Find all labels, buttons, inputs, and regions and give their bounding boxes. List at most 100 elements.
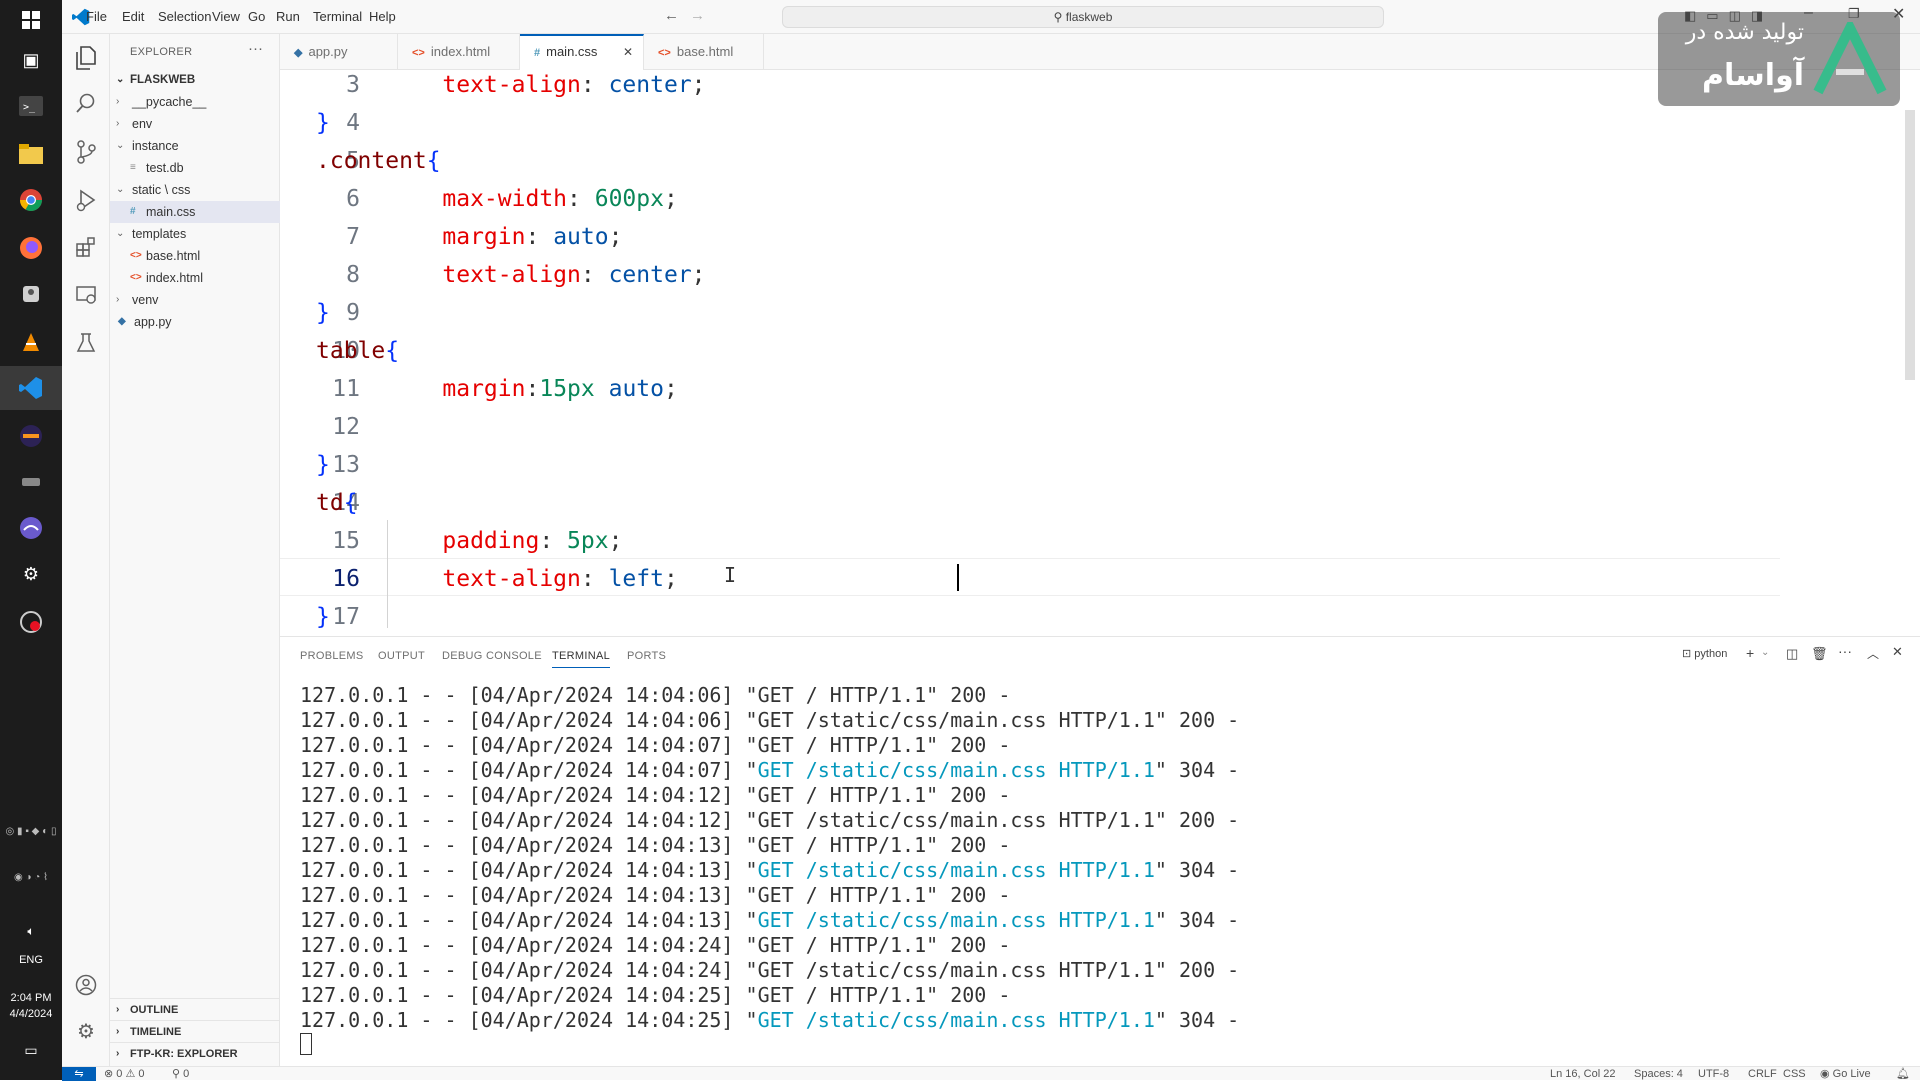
explorer-icon[interactable] [74, 46, 98, 70]
tree-item[interactable]: ›env [110, 113, 280, 135]
line-number: 14 [332, 490, 360, 516]
indentation[interactable]: Spaces: 4 [1634, 1068, 1683, 1080]
kill-terminal-icon[interactable]: 🗑︎ [1811, 646, 1828, 661]
eclipse-icon[interactable] [15, 420, 47, 452]
remote-explorer-icon[interactable] [74, 284, 98, 308]
windows-start-icon[interactable] [15, 4, 47, 36]
sidebar-section[interactable]: ›FTP-KR: EXPLORER [110, 1042, 280, 1064]
remote-indicator-icon[interactable]: ⇋ [62, 1067, 96, 1081]
run-debug-icon[interactable] [74, 188, 98, 212]
search-view-icon[interactable] [74, 92, 98, 116]
clock-time[interactable]: 2:04 PM [10, 992, 52, 1004]
tab-base-html[interactable]: <>base.html [644, 34, 764, 70]
log-prefix: 127.0.0.1 - - [04/Apr/2024 14:04:13] " [300, 883, 758, 907]
terminal-dropdown-icon[interactable]: ⌄ [1761, 647, 1770, 658]
code-token: auto [608, 376, 664, 402]
app-icon-2[interactable] [15, 466, 47, 498]
tree-item[interactable]: ›venv [110, 289, 280, 311]
menu-go[interactable]: Go [248, 9, 266, 24]
accounts-icon[interactable] [74, 974, 98, 998]
maximize-panel-icon[interactable]: ︿ [1867, 647, 1880, 661]
language-indicator[interactable]: ENG [19, 954, 43, 966]
menu-help[interactable]: Help [369, 9, 396, 24]
broadcast-icon: ◉ [1820, 1068, 1833, 1080]
code-text: } [316, 598, 330, 636]
panel-tab-terminal[interactable]: TERMINAL [552, 650, 611, 668]
notifications-bell-icon[interactable]: 🔔︎ [1896, 1068, 1910, 1080]
tab-main-css[interactable]: #main.css✕ [520, 34, 644, 70]
tray-icons[interactable]: ◎ ▮ ▪ ◆ ◐ ▯ [5, 826, 57, 837]
task-view-icon[interactable]: ▣ [22, 49, 40, 70]
cursor-position[interactable]: Ln 16, Col 22 [1550, 1068, 1616, 1080]
code-token: text-align [442, 72, 581, 98]
log-request: GET /static/css/main.css HTTP/1.1 [757, 858, 1155, 882]
problems-count[interactable]: ⊗ 0 ⚠ 0 [104, 1068, 145, 1080]
settings-app-icon[interactable]: ⚙ [22, 563, 40, 584]
panel-more-icon[interactable]: ··· [1838, 643, 1852, 659]
close-panel-icon[interactable]: ✕ [1892, 644, 1903, 659]
encoding[interactable]: UTF-8 [1698, 1068, 1730, 1080]
split-terminal-icon[interactable]: ◫ [1786, 646, 1799, 661]
clock-date[interactable]: 4/4/2024 [9, 1008, 53, 1020]
tree-item[interactable]: ≡test.db [110, 157, 280, 179]
chrome-icon[interactable] [15, 184, 47, 216]
app-icon[interactable] [15, 278, 47, 310]
menu-view[interactable]: View [212, 9, 240, 24]
forward-arrow-icon[interactable]: → [690, 7, 705, 24]
menu-selection[interactable]: Selection [158, 9, 212, 24]
app-icon-4[interactable] [15, 606, 47, 638]
notifications-icon[interactable]: ▭ [24, 1042, 38, 1058]
tree-item[interactable]: <>base.html [110, 245, 280, 267]
panel-tab-problems[interactable]: PROBLEMS [300, 650, 364, 662]
panel-tab-output[interactable]: OUTPUT [378, 650, 426, 662]
code-token: 600px [594, 186, 664, 212]
back-arrow-icon[interactable]: ← [664, 7, 679, 24]
panel-tab-ports[interactable]: PORTS [627, 650, 667, 662]
more-actions-icon[interactable]: ··· [248, 40, 263, 57]
tray-icons-2[interactable]: ◉ ◑ ◔ ⌇ [13, 872, 49, 883]
menu-edit[interactable]: Edit [122, 9, 145, 24]
watermark-emblem-icon [1813, 22, 1887, 95]
code-token: : [539, 528, 568, 554]
sidebar-section[interactable]: ›TIMELINE [110, 1020, 280, 1042]
tab-index-html[interactable]: <>index.html [398, 34, 520, 70]
menu-run[interactable]: Run [276, 9, 300, 24]
line-ending[interactable]: CRLF [1748, 1068, 1777, 1080]
tree-item[interactable]: ›__pycache__ [110, 91, 280, 113]
editor-scrollbar[interactable] [1905, 110, 1915, 380]
sidebar-section[interactable]: ›OUTLINE [110, 998, 280, 1020]
extensions-icon[interactable] [74, 236, 98, 260]
tree-item[interactable]: ⌄templates [110, 223, 280, 245]
menu-terminal[interactable]: Terminal [313, 9, 363, 24]
language-mode[interactable]: CSS [1783, 1068, 1806, 1080]
command-center-search[interactable]: ⚲ flaskweb [782, 6, 1384, 28]
new-terminal-icon[interactable]: + [1746, 645, 1755, 661]
vlc-icon[interactable] [15, 326, 47, 358]
close-tab-icon[interactable]: ✕ [622, 45, 633, 59]
vscode-taskbar-icon[interactable] [15, 372, 47, 404]
app-icon-3[interactable] [15, 512, 47, 544]
tree-item[interactable]: <>index.html [110, 267, 280, 289]
code-token [387, 566, 442, 592]
go-live-button[interactable]: ◉ Go Live [1820, 1068, 1871, 1080]
workspace-root[interactable]: ⌄ FLASKWEB [110, 69, 280, 91]
manage-gear-icon[interactable]: ⚙ [77, 1021, 95, 1043]
file-explorer-icon[interactable] [15, 138, 47, 170]
code-editor[interactable]: 3 text-align: center;4}5.content{6 max-w… [280, 70, 1920, 636]
terminal-app-icon[interactable]: >_ [15, 90, 47, 122]
source-control-icon[interactable] [74, 140, 98, 164]
tree-item[interactable]: ◆app.py [110, 311, 280, 333]
terminal-instance[interactable]: ⊡ python [1682, 648, 1728, 660]
menu-file[interactable]: File [86, 9, 107, 24]
code-token: max-width [442, 186, 568, 212]
volume-icon[interactable]: 🔈︎ [27, 924, 35, 938]
firefox-icon[interactable] [15, 232, 47, 264]
tree-item[interactable]: ⌄instance [110, 135, 280, 157]
testing-icon[interactable] [74, 332, 98, 356]
tree-item[interactable]: ⌄static \ css [110, 179, 280, 201]
panel-tab-debug-console[interactable]: DEBUG CONSOLE [442, 650, 542, 662]
ports-count[interactable]: ⚲ 0 [172, 1068, 190, 1080]
tree-item[interactable]: #main.css [110, 201, 280, 223]
tab-app-py[interactable]: ◆app.py [280, 34, 398, 70]
code-token: text-align [442, 566, 581, 592]
